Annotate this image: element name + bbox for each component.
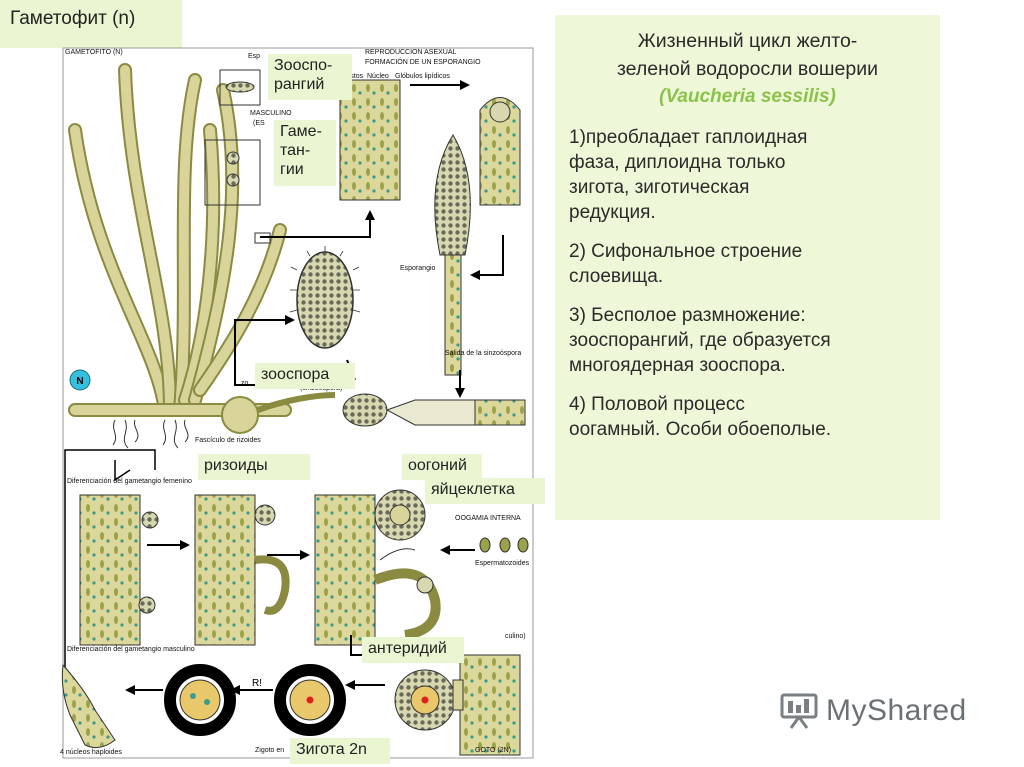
tiny-esporangio: Esporangio <box>400 265 436 272</box>
rhizoids-label: ризоиды <box>198 454 310 480</box>
egg-cell-label: яйцеклетка <box>425 478 545 504</box>
zoospore-label: зооспора <box>255 363 355 389</box>
tiny-gametofito: GAMETOFITO (N) <box>65 49 123 56</box>
point-4-line1: 4) Половой процесс <box>569 394 745 415</box>
point-4: 4) Половой процесс оогамный. Особи обоеп… <box>569 392 926 442</box>
tiny-goto: GOTO (2N) <box>475 747 511 754</box>
presentation-board-icon <box>780 693 818 729</box>
tiny-nucleos: 4 núcleos haploides <box>60 749 122 756</box>
antheridium-label: антеридий <box>362 637 464 663</box>
oogonium-label: оогоний <box>402 454 482 480</box>
tiny-fasciculo: Fascículo de rizoides <box>195 437 261 444</box>
tiny-masculino: MASCULINO <box>250 110 292 117</box>
point-2: 2) Сифональное строение слоевища. <box>569 239 926 289</box>
panel-heading-line1: Жизненный цикл желто- <box>637 30 858 52</box>
description-panel: Жизненный цикл желто- зеленой водоросли … <box>555 15 940 520</box>
myshared-logo[interactable]: MyShared <box>778 688 988 734</box>
point-1-line2: фаза, диплоидна только <box>569 152 786 173</box>
zygote-label: Зигота 2n <box>290 738 390 764</box>
point-1-line4: редукция. <box>569 202 656 223</box>
panel-heading-line2: зеленой водоросли вошерии <box>616 58 879 80</box>
point-1-line3: зигота, зиготическая <box>569 177 750 198</box>
gametangia-label: Гаме- тан- гии <box>274 120 336 186</box>
zoosporangium-label: Зооспо- рангий <box>268 54 352 100</box>
tiny-espermatozoides: Espermatozoides <box>475 560 530 567</box>
tiny-diferenciacion-fem: Diferenciación del gametangio femenino <box>67 478 192 485</box>
rhizoids <box>112 419 189 449</box>
n-badge: N <box>76 376 83 387</box>
point-4-line2: оогамный. Особи обоеполые. <box>569 419 832 440</box>
gametangia-label-line1: Гаме- <box>280 123 322 140</box>
tiny-zigoto-en: Zigoto en <box>255 747 284 754</box>
point-3-line1: 3) Бесполое размножение: <box>569 305 806 326</box>
ri-label: R! <box>252 678 262 689</box>
point-2-line2: слоевища. <box>569 266 664 287</box>
tiny-diferenciacion-masc: Diferenciación del gametangio masculino <box>67 646 195 653</box>
tiny-repro: REPRODUCCION ASEXUAL <box>365 49 457 56</box>
point-3-line2: зооспорангий, где образуется <box>569 330 831 351</box>
tiny-culino: culino) <box>505 633 526 640</box>
tiny-salida: Salida de la sinzoóspora <box>445 350 521 357</box>
tiny-nucleo: Núcleo <box>367 73 389 80</box>
spermatozoids <box>479 537 529 553</box>
point-3-line3: многоядерная зооспора. <box>569 355 786 376</box>
zoosporangium-label-line1: Зооспо- <box>274 57 333 74</box>
panel-latin-name: (Vaucheria sessilis) <box>659 86 836 107</box>
vaucheria-life-cycle-diagram: N <box>60 47 534 759</box>
point-1-line1: 1)преобладает гаплоидная <box>569 127 808 148</box>
gametangia-label-line3: гии <box>280 161 304 178</box>
point-3: 3) Бесполое размножение: зооспорангий, г… <box>569 303 926 378</box>
zoosporangium-label-line2: рангий <box>274 76 325 93</box>
page-title: Гаметофит (n) <box>0 0 182 48</box>
point-2-line1: 2) Сифональное строение <box>569 241 803 262</box>
point-1: 1)преобладает гаплоидная фаза, диплоидна… <box>569 125 926 225</box>
tiny-formacion: FORMACIÓN DE UN ESPORANGIO <box>365 57 481 66</box>
tiny-es: (ES <box>253 120 265 127</box>
tiny-globulos: Glóbulos lipídicos <box>395 73 450 80</box>
tiny-plastos: plastos <box>341 73 364 80</box>
logo-text: MyShared <box>826 694 967 727</box>
tiny-zo: zo <box>241 380 249 387</box>
tiny-esp: Esp <box>248 53 260 60</box>
gametangia-label-line2: тан- <box>280 142 311 159</box>
tiny-oogamia: OOGAMIA INTERNA <box>455 515 521 522</box>
thallus-branches <box>68 63 292 417</box>
